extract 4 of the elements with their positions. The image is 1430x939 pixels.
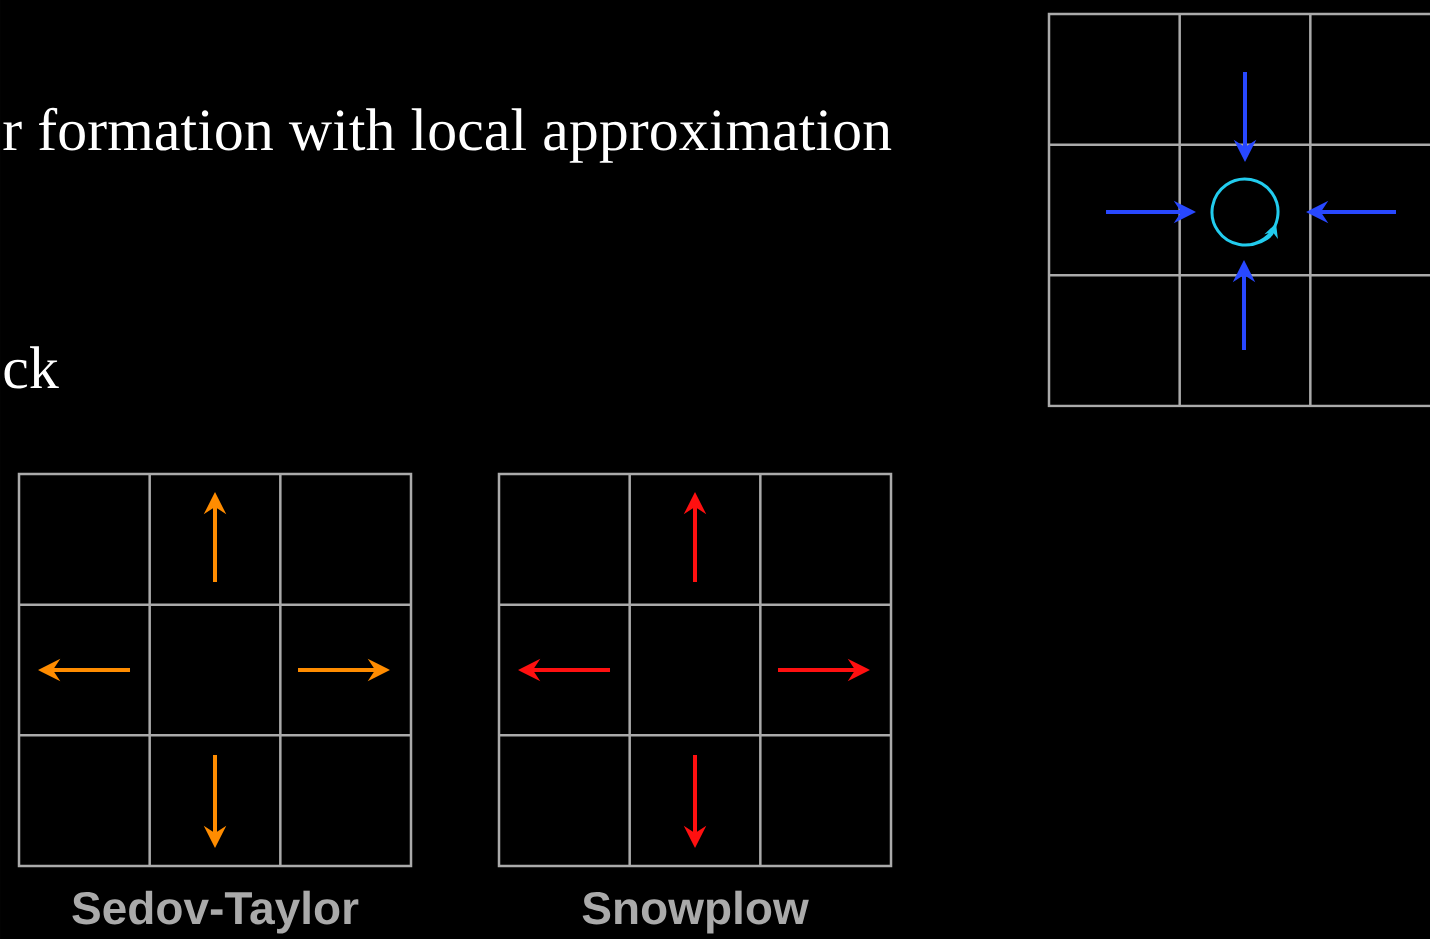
- heading-text: ck: [4, 346, 59, 389]
- caption-text: Sedov-Taylor: [72, 890, 359, 934]
- heading-text: r formation with local approximation: [3, 107, 892, 163]
- caption-text: Snowplow: [582, 890, 809, 934]
